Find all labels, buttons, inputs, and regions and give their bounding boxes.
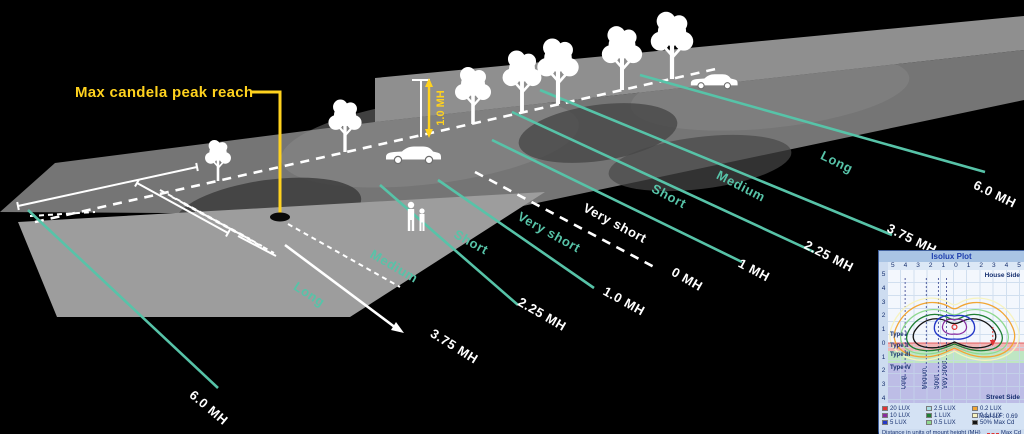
legend-swatch	[926, 413, 932, 418]
right-boundary-3-75mh	[539, 88, 893, 237]
center-dist-0mh: 0 MH	[669, 264, 705, 294]
type-iv-label: Type IV	[890, 365, 911, 371]
top-axis-tick: 5	[891, 262, 895, 269]
road-plane	[0, 50, 1024, 215]
type-i-label: Type I	[890, 332, 907, 338]
zone-line-very-short-label: Very Short	[942, 360, 948, 389]
top-axis: 5 4 3 2 1 0 1 2 3 4 5	[888, 262, 1024, 270]
total-llf: Total LLF: 0.69	[978, 414, 1018, 420]
top-axis-tick: 4	[1004, 262, 1009, 269]
left-axis-tick: 4	[881, 284, 886, 292]
legend-item: 5 LUX	[882, 419, 926, 426]
legend-item: 0.5 LUX	[926, 419, 972, 426]
legend-swatch	[926, 420, 932, 425]
zone-line-short-label: Short	[934, 374, 940, 389]
footer-caption: Distance in units of mount height (MH)	[882, 430, 981, 434]
max-cd-dash-icon	[987, 432, 1000, 434]
left-axis-tick: 4	[881, 394, 886, 402]
left-axis-tick: 0	[881, 339, 886, 347]
left-dist-2-25mh: 2.25 MH	[515, 294, 569, 334]
top-axis-tick: 2	[928, 262, 933, 269]
legend-item: 20 LUX	[882, 405, 926, 412]
zone-line-medium-label: Medium	[922, 367, 928, 389]
right-dist-6mh: 6.0 MH	[971, 177, 1018, 210]
left-axis: 5 4 3 2 1 0 1 2 3 4	[879, 270, 888, 403]
legend-item: 50% Max Cd	[972, 419, 1024, 426]
street-side-label: Street Side	[986, 394, 1020, 401]
left-dist-6mh: 6.0 MH	[187, 387, 232, 428]
back-wall	[375, 16, 1024, 122]
right-boundary-6mh	[639, 73, 986, 174]
isolux-plot-title: Isolux Plot	[879, 251, 1024, 262]
right-boundary-2-25mh	[511, 110, 815, 254]
left-boundary-2-25mh	[379, 184, 519, 306]
right-dist-1mh: 1 MH	[736, 256, 773, 285]
pedestrians	[407, 201, 425, 231]
legend-item: 1 LUX	[926, 412, 972, 419]
left-axis-tick: 5	[881, 271, 886, 278]
left-zone-very-short: Very short	[515, 209, 583, 256]
max-cd-legend: Max Cd	[987, 430, 1021, 434]
mount-height-label: 1.0 MH	[435, 90, 447, 126]
legend-swatch	[972, 406, 978, 411]
shadow-pool-mid	[518, 103, 678, 163]
legend-swatch	[926, 406, 932, 411]
tree-line-dashed	[34, 66, 721, 224]
max-candela-reach-arrow	[284, 243, 404, 333]
top-axis-tick: 5	[1017, 262, 1021, 269]
mount-height-measure	[412, 78, 433, 138]
left-boundary-6mh	[27, 209, 219, 389]
center-zone-very-short: Very short	[581, 200, 650, 246]
isolux-plot-panel: Isolux Plot 5 4 3 2 1 0 1 2 3 4 5 5 4 3 …	[878, 250, 1024, 434]
legend-swatch	[972, 420, 978, 425]
right-dist-2-25mh: 2.25 MH	[802, 237, 856, 275]
isolux-legend: 20 LUX 10 LUX 5 LUX 2.5 LUX 1 LUX 0.5 LU…	[879, 403, 1024, 429]
right-zone-long: Long	[818, 148, 855, 176]
left-axis-tick: 2	[881, 367, 886, 375]
right-boundary-1mh	[491, 138, 743, 264]
type-iii-label: Type III	[890, 352, 911, 358]
legend-item: 0.1 LUX	[972, 412, 1024, 419]
left-axis-tick: 2	[881, 312, 886, 320]
plot-grid	[888, 270, 1024, 403]
top-axis-tick: 3	[992, 262, 996, 269]
legend-item: 10 LUX	[882, 412, 926, 419]
zero-mh-dashed-line	[474, 170, 657, 270]
top-axis-tick: 3	[916, 262, 920, 269]
left-axis-tick: 1	[881, 353, 886, 361]
left-axis-tick: 1	[881, 326, 886, 334]
zone-line-long-label: Long	[901, 375, 907, 389]
legend-swatch	[972, 413, 978, 418]
top-axis-tick: 4	[903, 262, 908, 269]
legend-swatch	[882, 413, 888, 418]
type-ii-label: Type II	[890, 343, 909, 349]
house-side-measurements	[16, 162, 401, 288]
left-axis-tick: 3	[881, 381, 886, 389]
top-axis-tick: 1	[966, 262, 971, 269]
legend-swatch	[882, 406, 888, 411]
top-axis-tick: 2	[979, 262, 983, 269]
max-candela-pointer	[252, 90, 290, 222]
legend-item: 0.2 LUX	[972, 405, 1024, 412]
isolux-footer: Distance in units of mount height (MH) M…	[879, 429, 1024, 434]
left-dist-1mh: 1.0 MH	[601, 283, 648, 318]
isolux-plot-area: Type I Type II Type III Type IV Long Med…	[888, 270, 1024, 403]
isolux-contours	[888, 278, 1024, 388]
top-axis-tick: 1	[941, 262, 946, 269]
max-candela-point	[270, 212, 290, 222]
left-dist-3-75mh: 3.75 MH	[428, 326, 481, 367]
left-axis-tick: 3	[881, 298, 886, 306]
legend-item: 2.5 LUX	[926, 405, 972, 412]
legend-swatch	[882, 420, 888, 425]
top-axis-tick: 0	[954, 262, 958, 269]
house-side-label: House Side	[984, 272, 1020, 279]
left-boundary-1mh	[437, 178, 595, 290]
max-candela-label: Max candela peak reach	[75, 84, 253, 101]
